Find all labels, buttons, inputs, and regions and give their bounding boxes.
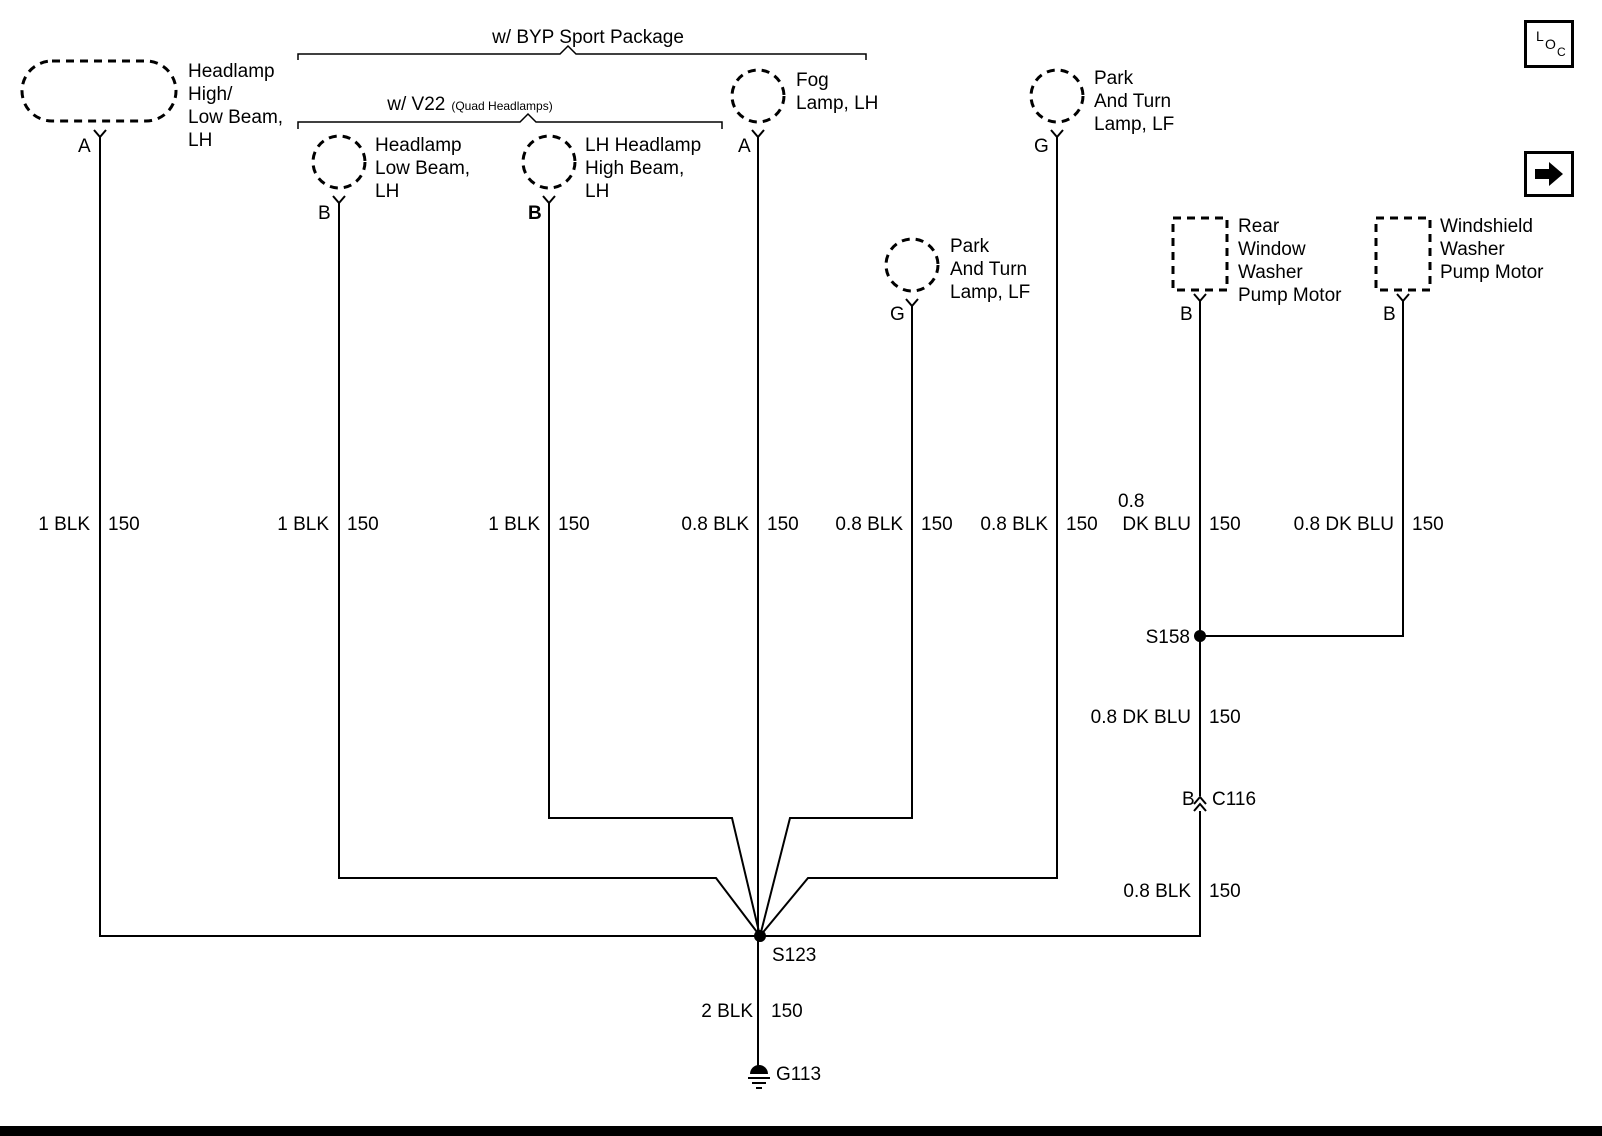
wire-color-label: DK BLU bbox=[1122, 514, 1191, 535]
windshield-washer-pump-motor bbox=[1374, 216, 1432, 292]
wire-color-label: 1 BLK bbox=[488, 514, 540, 535]
headlamp-low-beam-lh bbox=[311, 134, 367, 190]
park-turn-lamp-lf-1 bbox=[884, 237, 940, 293]
headlamp-low-label: Headlamp Low Beam, LH bbox=[375, 135, 475, 202]
connector-c116-label: C116 bbox=[1212, 789, 1256, 810]
headlamp-hilo-label: Headlamp High/ Low Beam, LH bbox=[188, 61, 288, 151]
wire-size-label: 0.8 bbox=[1118, 491, 1144, 512]
wire-circuit-label: 150 bbox=[347, 514, 379, 535]
park-turn-1-label: Park And Turn Lamp, LF bbox=[950, 236, 1032, 303]
pin-label: B bbox=[318, 203, 331, 224]
headlamp-high-low-beam-lh bbox=[20, 59, 178, 123]
park-turn-lamp-lf-2 bbox=[1029, 68, 1085, 124]
wire-color-label: 1 BLK bbox=[38, 514, 90, 535]
sport-package-label: w/ BYP Sport Package bbox=[491, 27, 684, 48]
pin-label: G bbox=[890, 304, 905, 325]
ws-washer-label: Windshield Washer Pump Motor bbox=[1440, 216, 1544, 283]
wire-color-label: 0.8 BLK bbox=[835, 514, 903, 535]
svg-text:L: L bbox=[1536, 28, 1544, 44]
bottom-rule bbox=[0, 1126, 1602, 1136]
sport-package-bracket: w/ BYP Sport Package bbox=[297, 27, 867, 60]
fog-lamp-lh bbox=[730, 68, 786, 124]
pin-label: B bbox=[1383, 304, 1396, 325]
splice-s158-dot bbox=[1194, 630, 1206, 642]
connector-c116-pin: B bbox=[1182, 789, 1195, 810]
pin-label: B bbox=[528, 203, 542, 224]
splice-s123-dot bbox=[754, 930, 766, 942]
rear-washer-label: Rear Window Washer Pump Motor bbox=[1238, 216, 1342, 306]
wire-color-label: 0.8 BLK bbox=[1123, 881, 1191, 902]
wire-circuit-label: 150 bbox=[1412, 514, 1444, 535]
wire-color-label: 0.8 DK BLU bbox=[1294, 514, 1394, 535]
v22-bracket: w/ V22(Quad Headlamps) bbox=[297, 94, 723, 129]
wire-color-label: 1 BLK bbox=[277, 514, 329, 535]
location-icon[interactable]: L O C bbox=[1524, 20, 1574, 68]
svg-text:O: O bbox=[1545, 36, 1556, 52]
right-arrow-icon[interactable] bbox=[1524, 151, 1574, 197]
wire-circuit-label: 150 bbox=[558, 514, 590, 535]
v22-label: w/ V22(Quad Headlamps) bbox=[386, 94, 552, 115]
wire-circuit-label: 150 bbox=[1209, 881, 1241, 902]
wire-circuit-label: 150 bbox=[108, 514, 140, 535]
lh-headlamp-high-beam-lh bbox=[521, 134, 577, 190]
wire-circuit-label: 150 bbox=[1066, 514, 1098, 535]
wire-circuit-label: 150 bbox=[921, 514, 953, 535]
splice-s123-label: S123 bbox=[772, 945, 816, 966]
wire-circuit-label: 150 bbox=[767, 514, 799, 535]
pin-label: A bbox=[78, 136, 91, 157]
wire-circuit-label: 150 bbox=[1209, 707, 1241, 728]
svg-text:C: C bbox=[1557, 45, 1566, 59]
park-turn-2-label: Park And Turn Lamp, LF bbox=[1094, 68, 1176, 135]
splice-s158-label: S158 bbox=[1146, 627, 1190, 648]
wire-color-label: 0.8 BLK bbox=[980, 514, 1048, 535]
wire-color-label: 0.8 DK BLU bbox=[1091, 707, 1191, 728]
wires bbox=[99, 137, 1404, 1070]
rear-window-washer-pump-motor bbox=[1171, 216, 1229, 292]
pin-label: G bbox=[1034, 136, 1049, 157]
pin-label: B bbox=[1180, 304, 1193, 325]
terminal-symbols bbox=[93, 129, 1410, 308]
ground-g113-label: G113 bbox=[776, 1064, 821, 1085]
wire-color-label: 2 BLK bbox=[701, 1001, 753, 1022]
ground-symbol-icon bbox=[748, 1065, 770, 1089]
wire-circuit-label: 150 bbox=[1209, 514, 1241, 535]
fog-lamp-label: Fog Lamp, LH bbox=[796, 70, 878, 114]
pin-label: A bbox=[738, 136, 751, 157]
headlamp-high-label: LH Headlamp High Beam, LH bbox=[585, 135, 706, 202]
wire-color-label: 0.8 BLK bbox=[681, 514, 749, 535]
wire-circuit-label: 150 bbox=[771, 1001, 803, 1022]
